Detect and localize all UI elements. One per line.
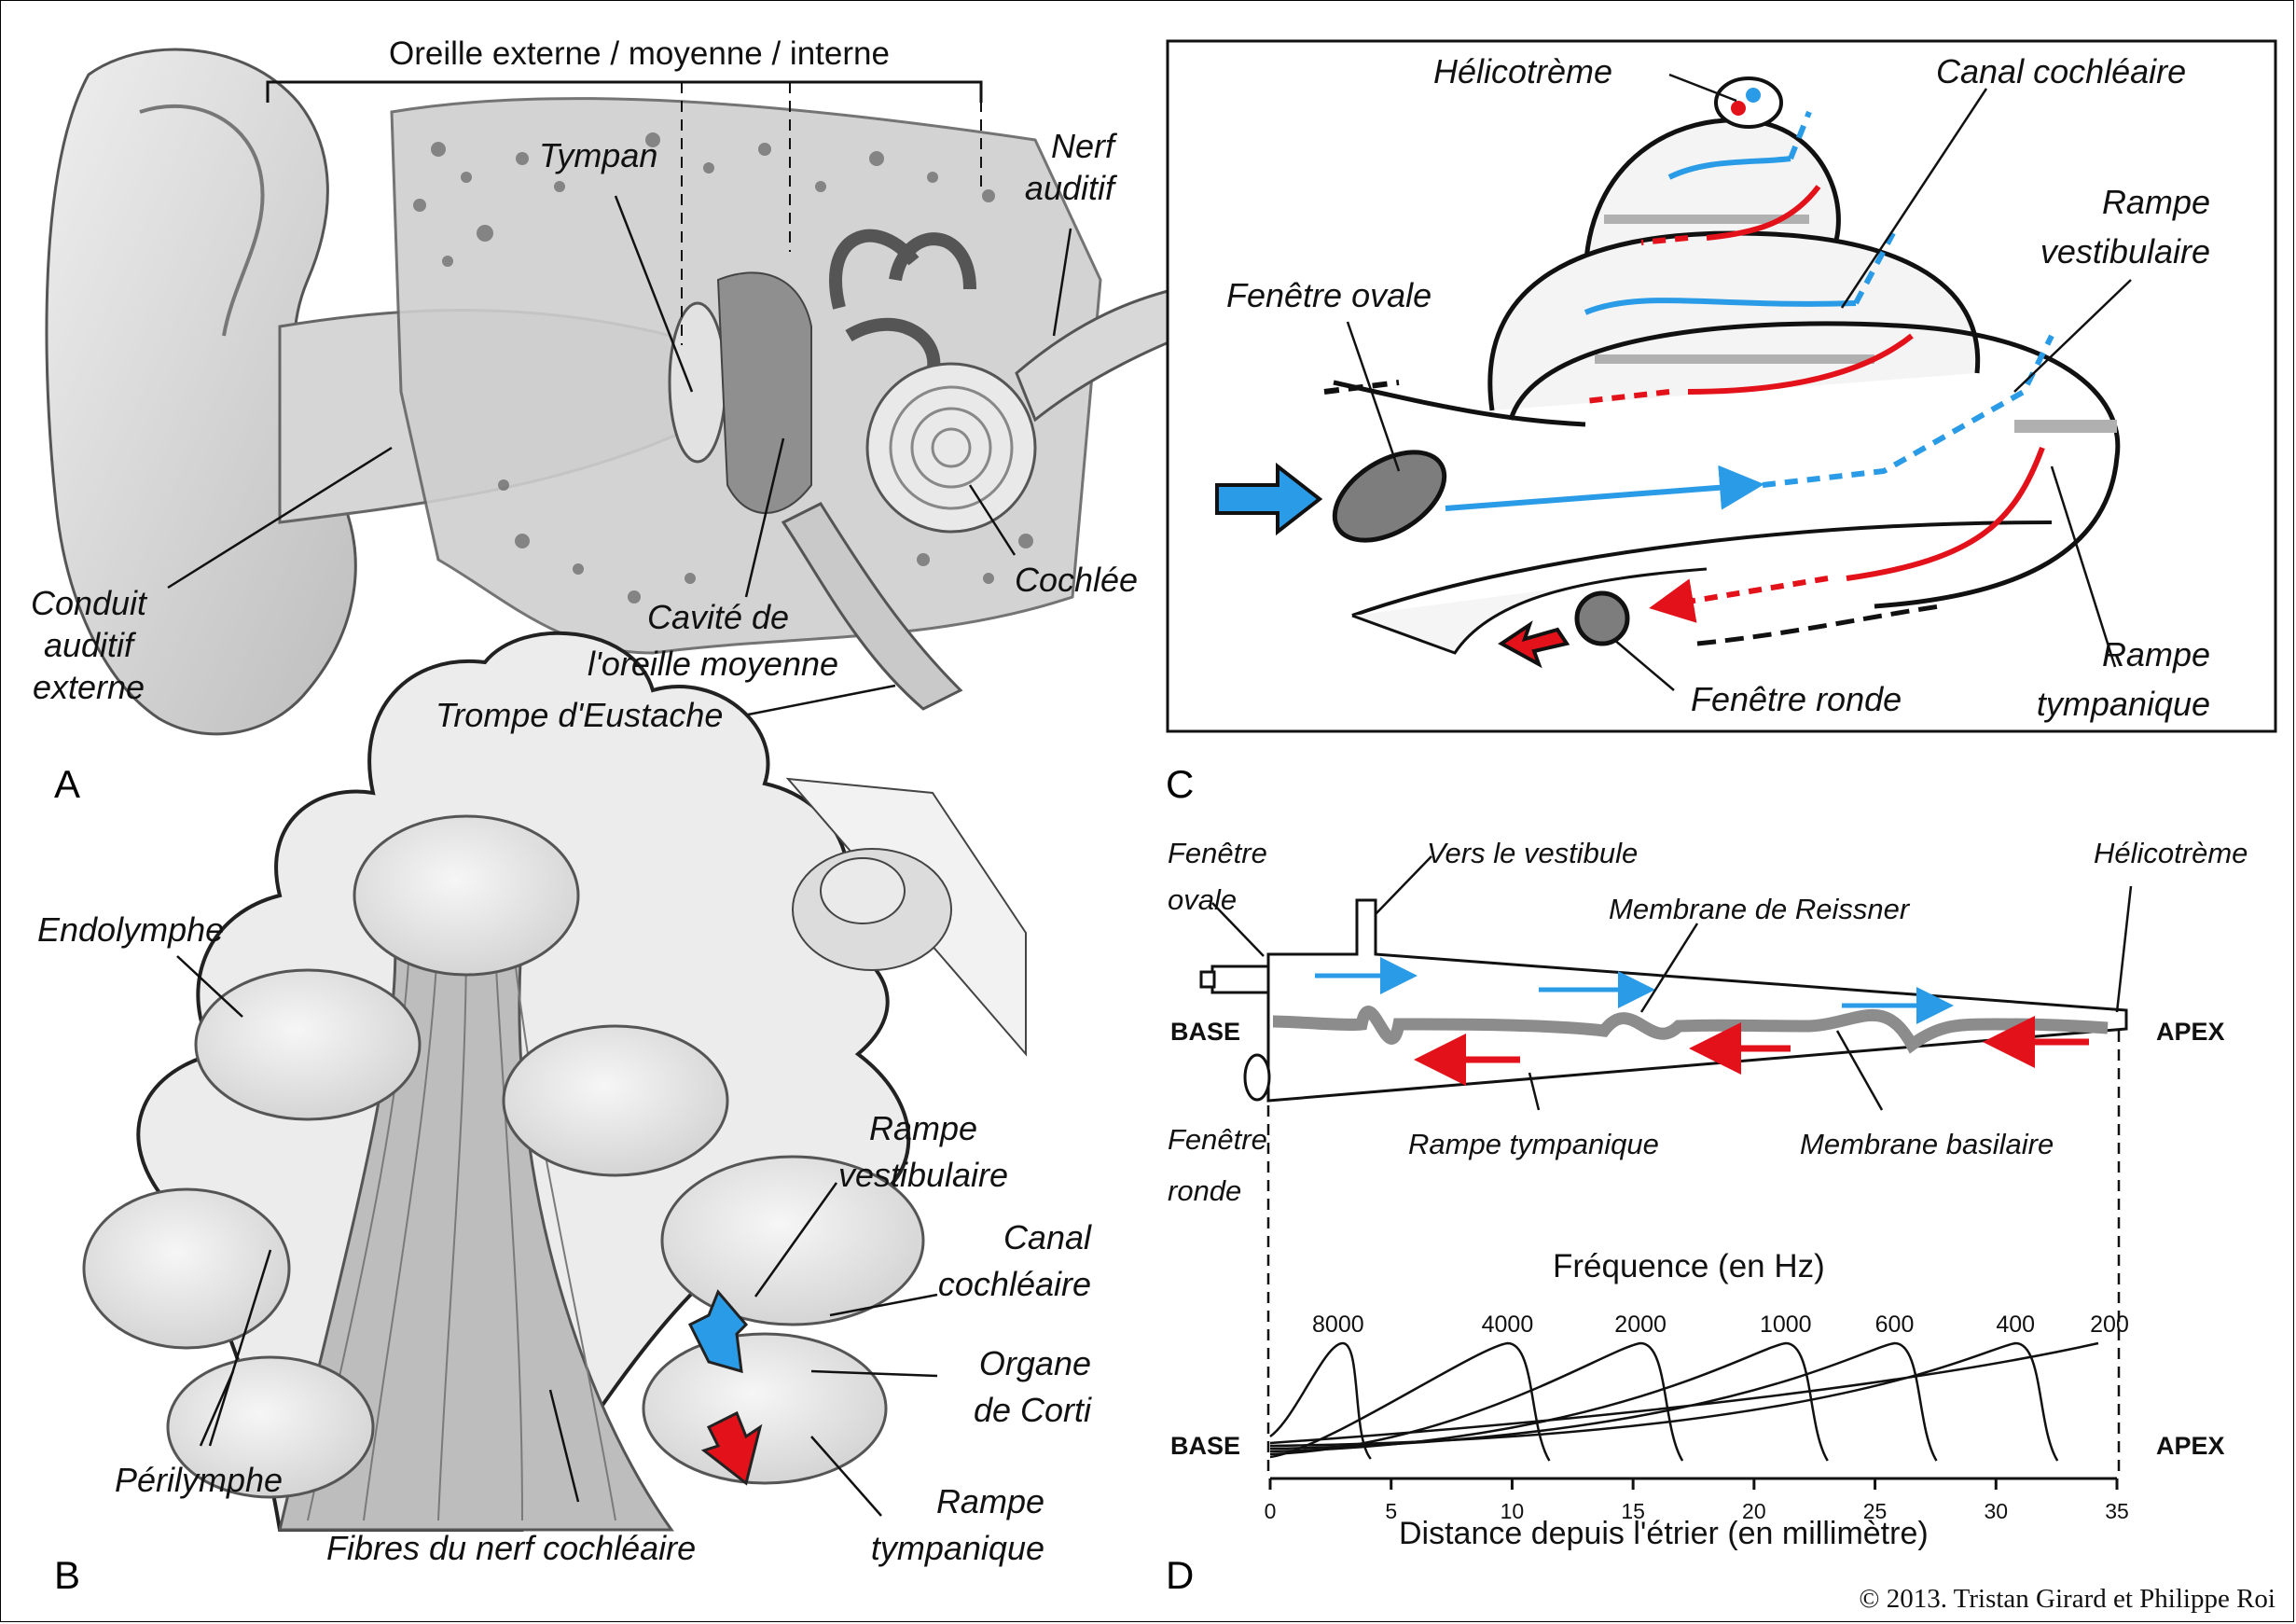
- conduit-label-2: auditif: [43, 626, 134, 664]
- apex-label-bottom: APEX: [2156, 1432, 2225, 1460]
- panel-d-schematic: [1199, 855, 2133, 1478]
- x-tick-label: 30: [1984, 1499, 2008, 1523]
- panel-b-letter: B: [54, 1553, 81, 1597]
- rampe-vest-b-1: Rampe: [868, 1109, 978, 1147]
- fenetre-ovale-d-1: Fenêtre: [1168, 837, 1267, 869]
- canal-b-2: cochléaire: [937, 1265, 1091, 1303]
- conduit-label-1: Conduit: [30, 584, 147, 622]
- cavite-label-2: l'oreille moyenne: [588, 645, 839, 683]
- base-label-top: BASE: [1170, 1018, 1241, 1046]
- tuning-curve: [1269, 1341, 1551, 1462]
- membrane-basilaire-label: Membrane basilaire: [1800, 1128, 2054, 1160]
- tuning-curve: [1269, 1341, 1938, 1462]
- fenetre-ovale-d-2: ovale: [1168, 883, 1238, 916]
- frequency-label: 8000: [1312, 1312, 1364, 1338]
- canal-b-1: Canal: [1003, 1218, 1091, 1256]
- fibres-label: Fibres du nerf cochléaire: [326, 1529, 697, 1567]
- endolymphe-label: Endolymphe: [37, 910, 225, 949]
- rampe-tymp-b-2: tympanique: [870, 1529, 1044, 1567]
- rampe-vest-c-1: Rampe: [2101, 183, 2210, 221]
- x-tick-label: 35: [2105, 1499, 2129, 1523]
- tuning-curve: [1269, 1341, 2099, 1445]
- frequency-label: 1000: [1760, 1312, 1812, 1338]
- panel-c-letter: C: [1166, 762, 1195, 806]
- frequency-response-chart: 0 5 10 15 20 25 30 35 8000 4000 2000 1000 600 400 200: [1265, 1312, 2129, 1523]
- frequency-title: Fréquence (en Hz): [1553, 1248, 1825, 1284]
- panel-b-cochlea-section: [82, 631, 1027, 1532]
- vers-vestibule-label: Vers le vestibule: [1427, 837, 1639, 869]
- canal-c-label: Canal cochléaire: [1936, 52, 2187, 90]
- x-tick-label: 10: [1501, 1499, 1525, 1523]
- panel-a-ear-illustration: [45, 48, 1186, 736]
- ear-sections-header: Oreille externe / moyenne / interne: [389, 35, 890, 72]
- rampe-vest-b-2: vestibulaire: [837, 1156, 1009, 1194]
- tuning-curve: [1269, 1341, 1372, 1460]
- frequency-label: 4000: [1482, 1312, 1534, 1338]
- trompe-label: Trompe d'Eustache: [436, 696, 724, 734]
- frequency-label: 2000: [1614, 1312, 1667, 1338]
- tuning-curve: [1269, 1341, 2059, 1462]
- rampe-tymp-c-1: Rampe: [2101, 635, 2210, 673]
- panel-d-letter: D: [1166, 1553, 1195, 1597]
- fenetre-ronde-d-1: Fenêtre: [1168, 1123, 1267, 1156]
- organe-b-2: de Corti: [973, 1391, 1091, 1429]
- fenetre-ronde-c-label: Fenêtre ronde: [1691, 680, 1902, 718]
- frequency-label: 600: [1875, 1312, 1915, 1338]
- copyright-notice: © 2013. Tristan Girard et Philippe Roi: [1859, 1584, 2275, 1614]
- nerf-label-2: auditif: [1024, 169, 1114, 207]
- fenetre-ovale-c-label: Fenêtre ovale: [1226, 276, 1432, 314]
- frequency-label: 200: [2090, 1312, 2129, 1338]
- x-tick-label: 5: [1385, 1499, 1397, 1523]
- helicotreme-c-label: Hélicotrème: [1433, 52, 1613, 90]
- apex-label-top: APEX: [2156, 1018, 2225, 1046]
- rampe-tympanique-d-label: Rampe tympanique: [1408, 1128, 1659, 1160]
- reissner-label: Membrane de Reissner: [1609, 893, 1910, 925]
- rampe-vest-c-2: vestibulaire: [2040, 232, 2210, 271]
- cavite-label-1: Cavité de: [646, 598, 790, 636]
- nerf-label-1: Nerf: [1050, 127, 1114, 165]
- x-tick-label: 20: [1742, 1499, 1766, 1523]
- tuning-curve: [1269, 1341, 1829, 1462]
- perilymphe-label: Périlymphe: [115, 1461, 284, 1499]
- x-tick-label: 0: [1265, 1499, 1277, 1523]
- x-tick-label: 25: [1863, 1499, 1888, 1523]
- distance-axis-label: Distance depuis l'étrier (en millimètre): [1399, 1516, 1929, 1551]
- cochlee-label: Cochlée: [1015, 561, 1139, 599]
- x-tick-label: 15: [1621, 1499, 1645, 1523]
- helicotreme-d-label: Hélicotrème: [2094, 837, 2248, 869]
- frequency-label: 400: [1996, 1312, 2035, 1338]
- conduit-label-3: externe: [32, 668, 145, 706]
- panel-c-scalae-diagram: [1166, 39, 2277, 733]
- rampe-tymp-c-2: tympanique: [2036, 685, 2210, 723]
- tympan-label: Tympan: [539, 136, 658, 174]
- panel-a-letter: A: [54, 762, 81, 806]
- rampe-tymp-b-1: Rampe: [935, 1482, 1044, 1520]
- organe-b-1: Organe: [978, 1344, 1091, 1382]
- fenetre-ronde-d-2: ronde: [1168, 1174, 1242, 1207]
- base-label-bottom: BASE: [1170, 1432, 1241, 1460]
